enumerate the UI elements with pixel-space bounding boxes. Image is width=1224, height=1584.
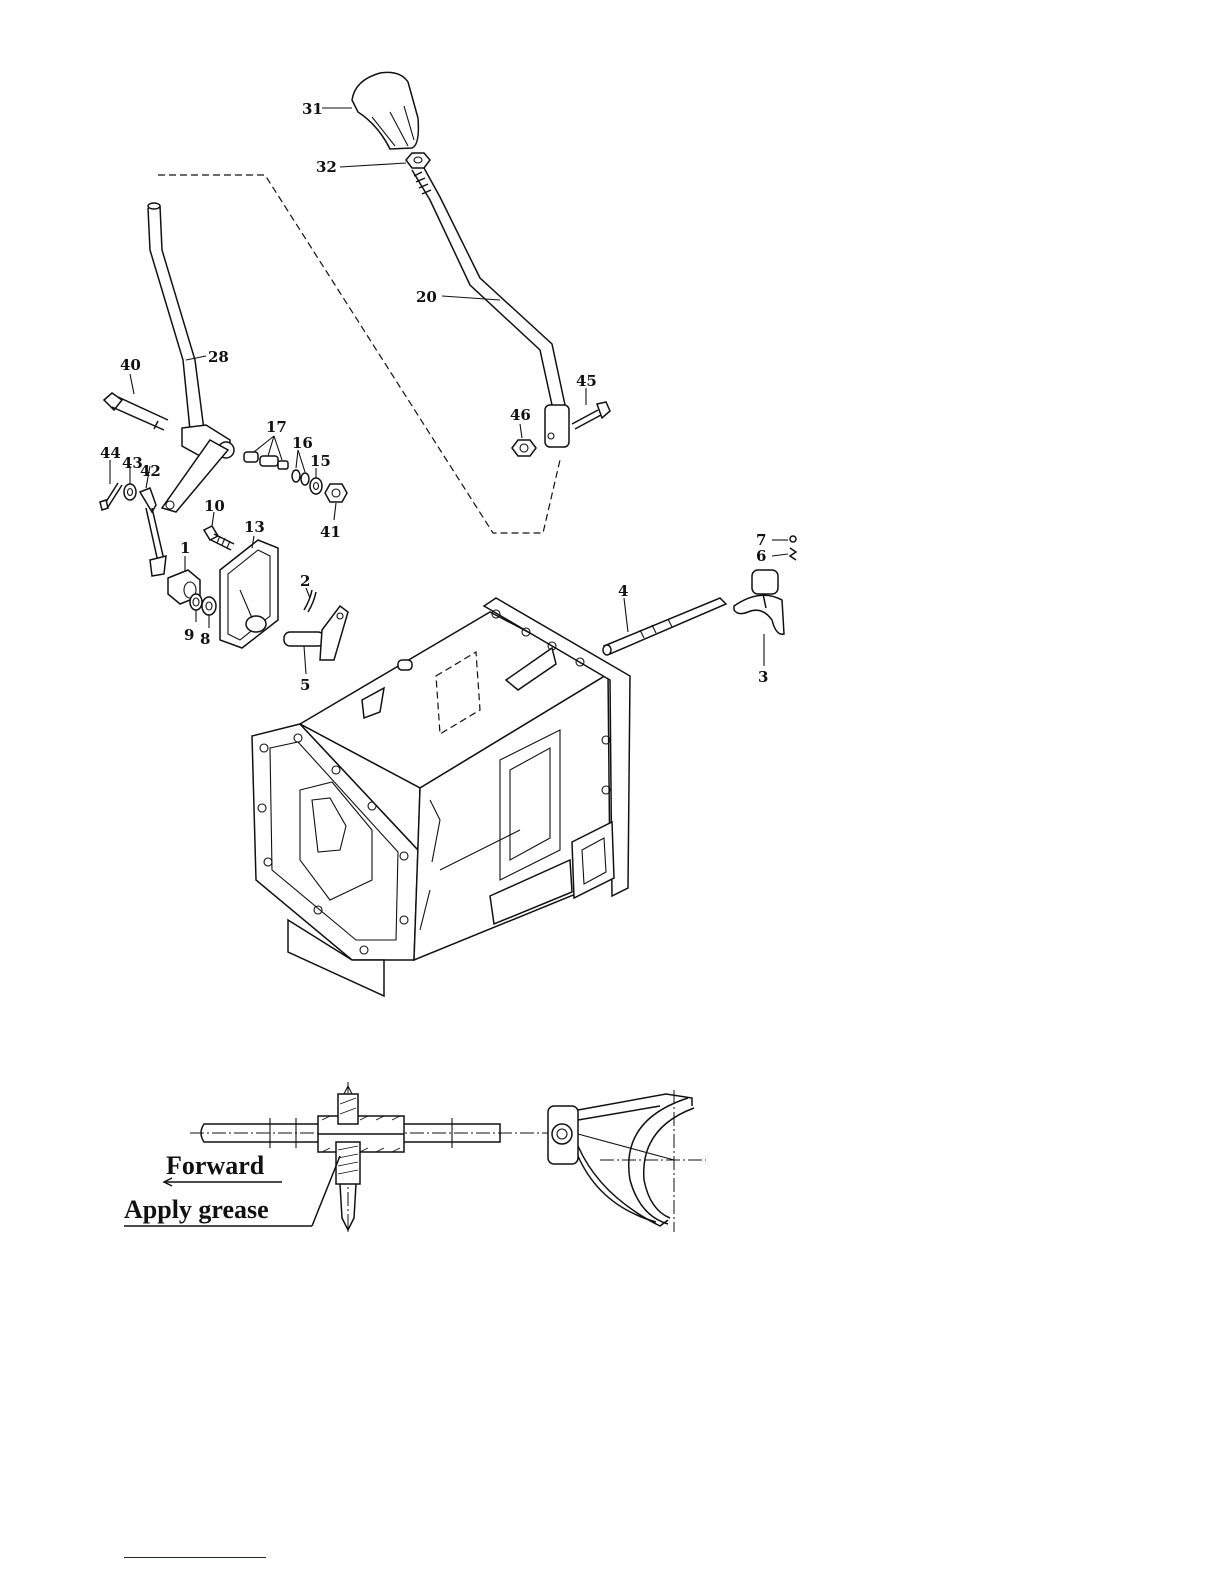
bolt-44 (100, 483, 122, 510)
forward-label: Forward (166, 1151, 265, 1180)
link-rod-42 (140, 488, 166, 576)
washer-15 (310, 478, 322, 494)
forward-indicator: Forward (164, 1151, 282, 1186)
part-number-4: 4 (618, 582, 628, 600)
shift-fork-3 (734, 570, 784, 634)
nut-46 (512, 440, 536, 456)
range-shift-lever (148, 203, 234, 458)
detent-spring-6 (790, 548, 796, 560)
part-number-10: 10 (204, 497, 225, 515)
part-number-45: 45 (576, 372, 597, 390)
o-ring-9 (190, 594, 202, 610)
part-number-46: 46 (510, 406, 531, 424)
part-number-9: 9 (184, 626, 194, 644)
part-number-40: 40 (120, 356, 141, 374)
bolt-45 (572, 402, 610, 429)
part-number-28: 28 (208, 348, 229, 366)
pivot-bolt-40 (104, 393, 168, 430)
part-number-16: 16 (292, 434, 313, 452)
part-number-32: 32 (316, 158, 337, 176)
footer-rule (124, 1557, 266, 1558)
main-shift-lever (412, 168, 569, 447)
part-number-31: 31 (302, 100, 323, 118)
part-number-42: 42 (140, 462, 161, 480)
oil-seal-8 (202, 597, 216, 615)
part-number-3: 3 (758, 668, 768, 686)
pin-set-17 (244, 452, 288, 469)
lever-cover-13 (220, 540, 278, 648)
part-number-41: 41 (320, 523, 341, 541)
fork-end-view (520, 1090, 706, 1232)
transmission-case (252, 598, 630, 996)
shift-knob (352, 72, 418, 149)
part-number-1: 1 (180, 539, 190, 557)
spring-pin-2 (304, 590, 316, 612)
spring-washer-16 (292, 470, 309, 485)
part-number-6: 6 (756, 547, 766, 565)
part-number-2: 2 (300, 572, 310, 590)
shift-shaft-5 (284, 606, 348, 660)
leader-lines (110, 108, 788, 674)
part-number-13: 13 (244, 518, 265, 536)
part-number-8: 8 (200, 630, 210, 648)
nut-41 (325, 484, 347, 502)
bolt-10 (204, 526, 234, 550)
detent-ball-7 (790, 536, 796, 542)
washer-43 (124, 484, 136, 500)
part-number-20: 20 (416, 288, 437, 306)
part-number-17: 17 (266, 418, 287, 436)
part-number-15: 15 (310, 452, 331, 470)
part-number-5: 5 (300, 676, 310, 694)
part-number-44: 44 (100, 444, 121, 462)
lock-nut (406, 153, 430, 168)
shift-rod-4 (603, 598, 726, 655)
apply-grease-label: Apply grease (124, 1195, 269, 1224)
